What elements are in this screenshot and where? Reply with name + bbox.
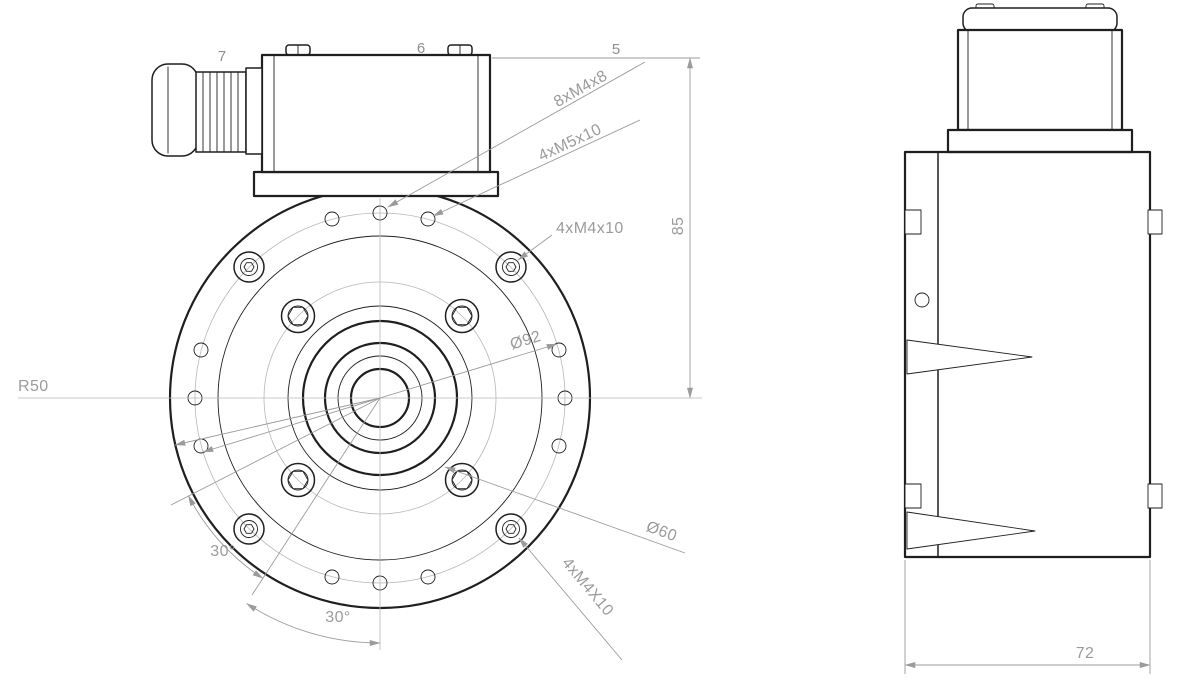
side-screw [904, 483, 922, 509]
dim-line-r50 [174, 397, 381, 446]
wedge-pointer [906, 339, 1033, 375]
gland-nut [245, 67, 263, 155]
dim-30-upper-label: 30° [210, 543, 235, 560]
side-view [903, 3, 1163, 559]
box-flange [252, 170, 500, 198]
dim-line-d60 [444, 466, 686, 554]
dim-30-lower-label: 30° [325, 609, 350, 626]
callout-5: 5 [612, 41, 620, 58]
angle-ray [251, 397, 381, 596]
housing-body [903, 150, 1152, 559]
connector-cap [962, 7, 1118, 33]
angle-arc-upper [187, 495, 264, 579]
dim-4xM5x10-label: 4xM5x10 [536, 121, 605, 165]
terminal-box [252, 44, 500, 198]
wedge-pointer [906, 511, 1036, 550]
side-tab [1147, 209, 1163, 235]
dim-4xM4X10-lower-label: 4xM4X10 [558, 555, 616, 620]
angle-arc-lower [246, 603, 381, 647]
flange-hole [324, 211, 340, 227]
gland-ribs [195, 71, 247, 153]
connector-box [956, 28, 1124, 132]
angle-ray [170, 397, 381, 506]
front-view [18, 44, 702, 650]
callout-7: 7 [218, 48, 226, 65]
side-tab [1147, 483, 1163, 509]
flange-hole [324, 569, 340, 585]
side-screw [904, 209, 922, 235]
leader-8xM4x8 [387, 61, 646, 208]
dimensions-side: 72 [904, 560, 1151, 674]
dim-d60-label: Ø60 [644, 518, 679, 545]
flange-hole [420, 569, 436, 585]
box-body [260, 53, 492, 174]
dim-85-label: 85 [670, 217, 687, 236]
dim-r50-label: R50 [18, 378, 49, 395]
connector-flange [946, 128, 1134, 154]
gland-cap [151, 63, 199, 157]
leader-4xM5x10 [432, 119, 641, 217]
leader-4xM4x10 [517, 234, 553, 261]
flange-hole [420, 211, 436, 227]
callout-6: 6 [417, 40, 425, 57]
dim-8xM4x8-label: 8xM4x8 [551, 67, 610, 110]
dim-72-label: 72 [1076, 645, 1095, 662]
side-hole [914, 292, 930, 308]
dim-4xM4x10-label: 4xM4x10 [556, 220, 624, 237]
cable-gland [151, 63, 263, 157]
leader-4xM4X10-lower [518, 537, 623, 661]
